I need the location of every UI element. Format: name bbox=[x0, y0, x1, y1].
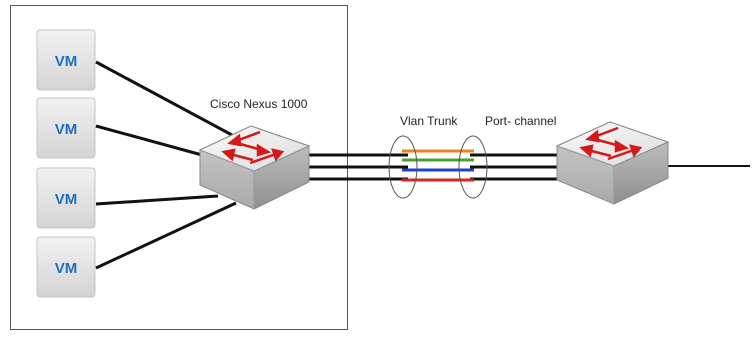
vm-link-2 bbox=[95, 124, 214, 160]
vm-label: VM bbox=[55, 53, 78, 70]
vm-box-2: VM bbox=[36, 97, 96, 159]
vlan-trunk-label: Vlan Trunk bbox=[400, 114, 458, 128]
vm-label: VM bbox=[55, 121, 78, 138]
vm-box-1: VM bbox=[36, 29, 96, 91]
nexus-switch-icon bbox=[198, 125, 311, 210]
port-channel-label: Port- channel bbox=[485, 114, 556, 128]
vm-box-3: VM bbox=[36, 167, 96, 229]
vm-label: VM bbox=[55, 191, 78, 208]
vm-link-3 bbox=[95, 194, 219, 206]
trunk-ellipse-right bbox=[458, 135, 488, 199]
vm-link-1 bbox=[95, 60, 233, 137]
trunk-ellipse-left bbox=[388, 135, 418, 199]
upstream-switch-icon bbox=[555, 121, 670, 205]
vm-label: VM bbox=[55, 260, 78, 277]
vlan-lines bbox=[402, 149, 474, 182]
vm-links bbox=[95, 60, 237, 270]
host-switch-label: Cisco Nexus 1000 bbox=[210, 97, 308, 111]
trunk-cables bbox=[308, 153, 565, 181]
vm-box-4: VM bbox=[36, 236, 96, 298]
vm-link-4 bbox=[95, 201, 237, 270]
